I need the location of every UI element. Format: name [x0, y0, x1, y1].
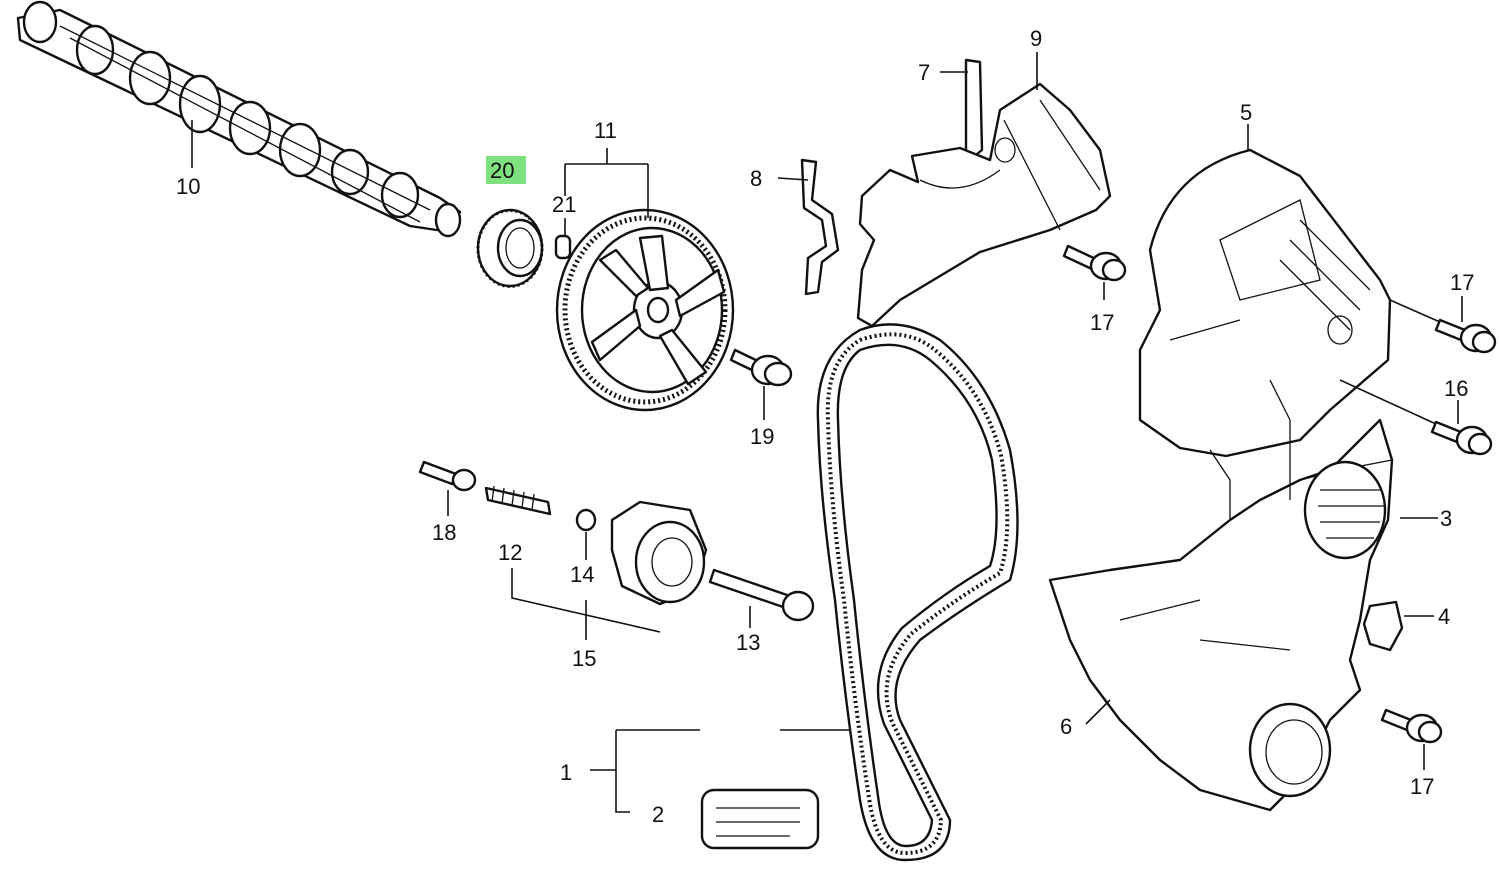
callout-4: 4 [1438, 604, 1450, 629]
highlight-box [486, 156, 526, 184]
callout-9: 9 [1030, 26, 1042, 51]
callout-17-bottom: 17 [1410, 774, 1434, 799]
timing-label [700, 788, 820, 850]
bolt-16 [1430, 420, 1493, 456]
tensioner-pulley [610, 500, 708, 606]
cover-3 [1303, 460, 1387, 560]
callout-19: 19 [750, 424, 774, 449]
back-cover [856, 82, 1112, 328]
nut [575, 508, 597, 532]
callout-16: 16 [1444, 376, 1468, 401]
oil-seal [476, 208, 544, 288]
callout-21: 21 [552, 192, 576, 217]
camshaft-pulley [555, 208, 735, 412]
gasket-8 [800, 158, 840, 296]
callout-3: 3 [1440, 506, 1452, 531]
tensioner-spring [484, 485, 552, 516]
grommet [1362, 600, 1404, 652]
callout-10: 10 [176, 174, 200, 199]
callout-12: 12 [498, 540, 522, 565]
callout-17-top: 17 [1090, 310, 1114, 335]
callout-8: 8 [750, 166, 762, 191]
gasket-7 [964, 58, 984, 160]
callout-18: 18 [432, 520, 456, 545]
leader-lines [191, 52, 1463, 813]
callout-14: 14 [570, 562, 594, 587]
callout-7: 7 [918, 60, 930, 85]
tensioner-bolt [708, 568, 815, 622]
adjusting-bolt [418, 460, 477, 492]
callout-6: 6 [1060, 714, 1072, 739]
callout-20: 20 [490, 158, 514, 183]
camshaft [16, 0, 462, 238]
upper-cover [1138, 148, 1392, 458]
callout-1: 1 [560, 760, 572, 785]
callout-15: 15 [572, 646, 596, 671]
callout-labels: 1 2 3 4 5 6 7 8 9 10 11 12 13 14 15 16 1… [176, 26, 1474, 827]
callout-17-right: 17 [1450, 270, 1474, 295]
timing-belt [816, 323, 1019, 862]
bolt-17-right [1434, 318, 1497, 354]
bolt-17-top [1062, 244, 1127, 282]
bolt-17-bottom [1380, 708, 1443, 744]
pulley-bolt [729, 348, 793, 387]
callout-13: 13 [736, 630, 760, 655]
callout-11: 11 [594, 118, 617, 143]
callout-5: 5 [1240, 100, 1252, 125]
callout-2: 2 [652, 802, 664, 827]
dowel-pin [554, 234, 572, 260]
